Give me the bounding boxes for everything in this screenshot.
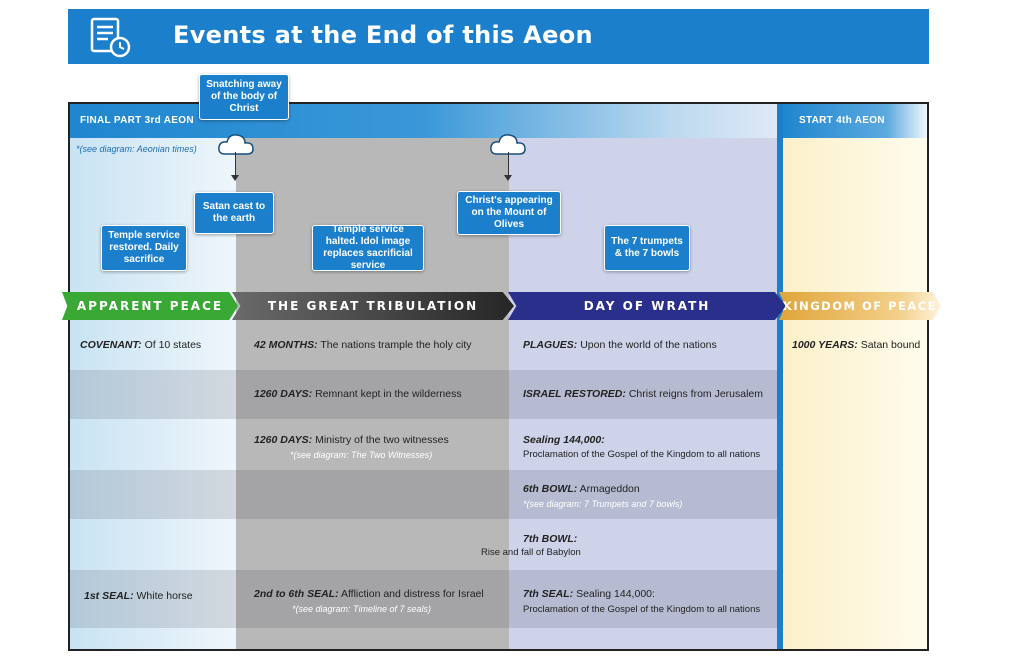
cell-text: Remnant kept in the wilderness bbox=[315, 388, 462, 400]
aeon-divider bbox=[777, 104, 783, 649]
cell-sealing-144000: Sealing 144,000: bbox=[523, 433, 605, 447]
cell-label: 7th BOWL: bbox=[523, 533, 578, 545]
header-banner: Events at the End of this Aeon bbox=[68, 9, 929, 64]
cell-israel-restored: ISRAEL RESTORED: Christ reigns from Jeru… bbox=[523, 387, 763, 401]
callout-temple-restored: Temple service restored. Daily sacrifice bbox=[101, 225, 187, 271]
cell-text: Affliction and distress for Israel bbox=[340, 588, 484, 600]
note-aeonian-times: *(see diagram: Aeonian times) bbox=[76, 144, 197, 154]
cell-7th-bowl: 7th BOWL: bbox=[523, 532, 577, 546]
cell-1260-days-witnesses: 1260 DAYS: Ministry of the two witnesses bbox=[254, 433, 449, 447]
label-start-4th-aeon: START 4th AEON bbox=[799, 115, 885, 126]
cell-text: Sealing 144,000: bbox=[576, 588, 655, 600]
cell-plagues: PLAGUES: Upon the world of the nations bbox=[523, 338, 717, 352]
label-final-part-3rd-aeon: FINAL PART 3rd AEON bbox=[80, 115, 194, 126]
cell-label: PLAGUES: bbox=[523, 339, 578, 351]
cell-label: 1260 DAYS: bbox=[254, 388, 313, 400]
row-band bbox=[70, 570, 777, 628]
cell-1000-years: 1000 YEARS: Satan bound bbox=[792, 338, 920, 352]
cell-7th-seal: 7th SEAL: Sealing 144,000: bbox=[523, 587, 655, 601]
cell-note: *(see diagram: 7 Trumpets and 7 bowls) bbox=[523, 499, 683, 509]
note-7-trumpets: *(see diagram: 7 Trumpets and 7 bowls) bbox=[523, 497, 682, 511]
band-great-tribulation: THE GREAT TRIBULATION bbox=[232, 292, 514, 320]
cell-7th-bowl-text: Rise and fall of Babylon bbox=[481, 547, 581, 558]
row-band bbox=[70, 470, 777, 519]
cell-note: *(see diagram: Timeline of 7 seals) bbox=[292, 604, 431, 614]
cell-42-months: 42 MONTHS: The nations trample the holy … bbox=[254, 338, 472, 352]
top-band-4th-aeon bbox=[783, 104, 927, 138]
note-two-witnesses: *(see diagram: The Two Witnesses) bbox=[290, 448, 432, 462]
cell-1260-days-wilderness: 1260 DAYS: Remnant kept in the wildernes… bbox=[254, 387, 462, 401]
callout-snatching-away: Snatching away of the body of Christ bbox=[199, 74, 289, 120]
cell-label: ISRAEL RESTORED: bbox=[523, 388, 626, 400]
cell-text: Satan bound bbox=[860, 339, 921, 351]
callout-christs-appearing: Christ's appearing on the Mount of Olive… bbox=[457, 191, 561, 235]
page-title: Events at the End of this Aeon bbox=[173, 21, 593, 49]
cell-6th-bowl: 6th BOWL: Armageddon bbox=[523, 482, 640, 496]
cell-label: COVENANT: bbox=[80, 339, 142, 351]
cell-text: The nations trample the holy city bbox=[320, 339, 472, 351]
cell-note: *(see diagram: The Two Witnesses) bbox=[290, 450, 433, 460]
cell-label: 42 MONTHS: bbox=[254, 339, 318, 351]
cell-2nd-6th-seal: 2nd to 6th SEAL: Affliction and distress… bbox=[254, 587, 484, 601]
document-clock-icon bbox=[90, 17, 131, 58]
cell-label: 1260 DAYS: bbox=[254, 434, 313, 446]
cloud-icon bbox=[218, 134, 254, 155]
cell-1st-seal: 1st SEAL: White horse bbox=[84, 589, 193, 603]
callout-satan-cast: Satan cast to the earth bbox=[194, 192, 274, 234]
cell-sealing-text: Proclamation of the Gospel of the Kingdo… bbox=[523, 449, 761, 460]
band-kingdom-of-peace: KINGDOM OF PEACE bbox=[779, 292, 941, 320]
arrow-down-icon bbox=[504, 175, 512, 181]
callout-trumpets-bowls: The 7 trumpets & the 7 bowls bbox=[604, 225, 690, 271]
cloud-icon bbox=[490, 134, 526, 155]
cell-label: 6th BOWL: bbox=[523, 483, 578, 495]
callout-temple-halted: Temple service halted. Idol image replac… bbox=[312, 224, 424, 271]
cell-label: 7th SEAL: bbox=[523, 588, 574, 600]
cell-text: Ministry of the two witnesses bbox=[315, 434, 449, 446]
band-apparent-peace: APPARENT PEACE bbox=[62, 292, 238, 320]
cell-covenant: COVENANT: Of 10 states bbox=[80, 338, 201, 352]
cell-text: Armageddon bbox=[579, 483, 640, 495]
arrow-line bbox=[508, 152, 509, 176]
timeline-frame: FINAL PART 3rd AEON START 4th AEON *(see… bbox=[68, 102, 929, 651]
row-band bbox=[70, 370, 777, 419]
cell-7th-seal-sub: Proclamation of the Gospel of the Kingdo… bbox=[523, 604, 761, 615]
arrow-line bbox=[235, 152, 236, 176]
cell-label: 1st SEAL: bbox=[84, 590, 134, 602]
top-band-3rd-aeon bbox=[70, 104, 777, 138]
cell-text: Christ reigns from Jerusalem bbox=[628, 388, 764, 400]
band-day-of-wrath: DAY OF WRATH bbox=[508, 292, 786, 320]
arrow-down-icon bbox=[231, 175, 239, 181]
cell-text: Of 10 states bbox=[144, 339, 202, 351]
zone-kingdom bbox=[783, 104, 927, 649]
cell-label: Sealing 144,000: bbox=[523, 434, 605, 446]
note-timeline-seals: *(see diagram: Timeline of 7 seals) bbox=[292, 602, 431, 616]
cell-label: 2nd to 6th SEAL: bbox=[254, 588, 339, 600]
cell-text: White horse bbox=[136, 590, 193, 602]
cell-text: Upon the world of the nations bbox=[580, 339, 717, 351]
cell-label: 1000 YEARS: bbox=[792, 339, 858, 351]
